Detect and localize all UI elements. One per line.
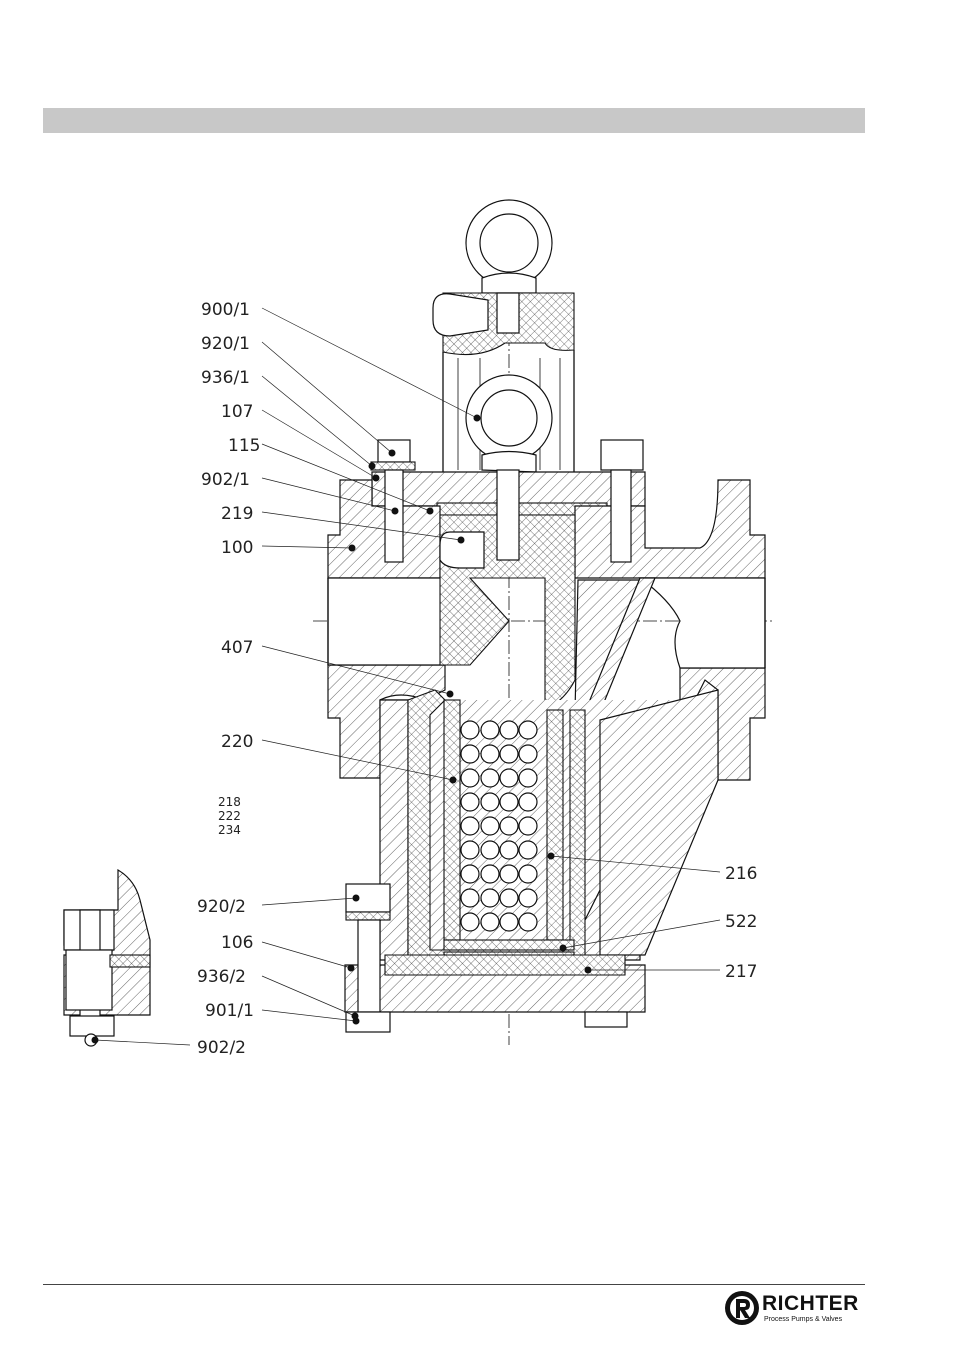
label-107: 107 (221, 402, 253, 422)
label-217: 217 (725, 962, 757, 982)
label-115: 115 (228, 436, 260, 456)
label-936-2: 936/2 (197, 967, 246, 987)
label-902-1: 902/1 (201, 470, 250, 490)
inner-eye-bolt (466, 375, 552, 472)
richter-emblem-icon (724, 1290, 760, 1326)
label-920-2: 920/2 (197, 897, 246, 917)
label-219: 219 (221, 504, 253, 524)
label-920-1: 920/1 (201, 334, 250, 354)
label-218: 218 (218, 795, 241, 809)
label-100: 100 (221, 538, 253, 558)
label-216: 216 (725, 864, 757, 884)
label-407: 407 (221, 638, 253, 658)
label-901-1: 901/1 (205, 1001, 254, 1021)
label-220: 220 (221, 732, 253, 752)
brand-tagline: Process Pumps & Valves (764, 1316, 842, 1323)
top-eye-bolt (466, 200, 552, 293)
richter-logo: RICHTER Process Pumps & Valves (724, 1288, 864, 1330)
label-522: 522 (725, 912, 757, 932)
label-900-1: 900/1 (201, 300, 250, 320)
brand-name: RICHTER (762, 1292, 859, 1316)
label-222: 222 (218, 809, 241, 823)
label-106: 106 (221, 933, 253, 953)
label-234: 234 (218, 823, 241, 837)
label-902-2: 902/2 (197, 1038, 246, 1058)
detail-view (64, 870, 150, 1046)
label-936-1: 936/1 (201, 368, 250, 388)
